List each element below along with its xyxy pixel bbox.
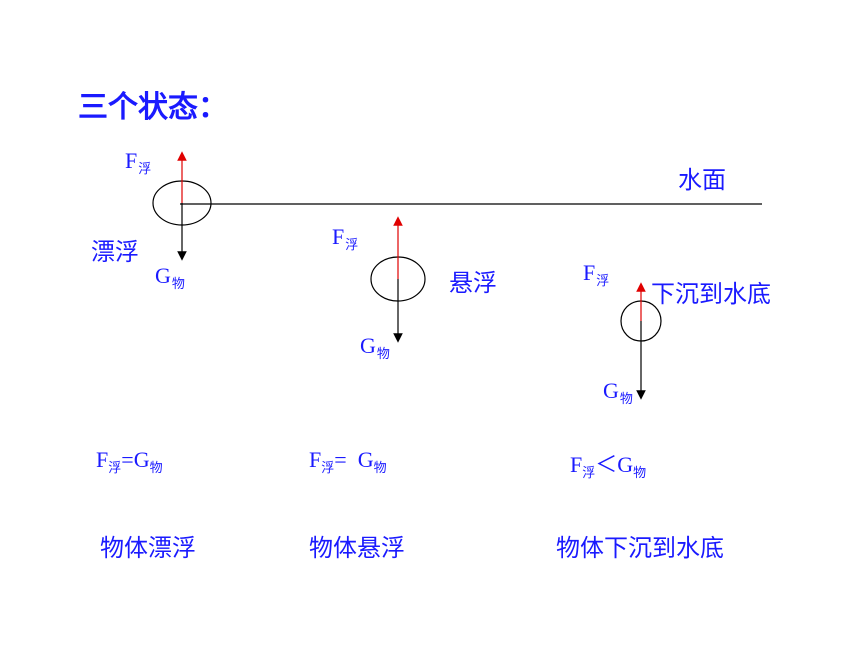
sinking-buoyancy-label: F浮	[583, 260, 610, 289]
suspended-conclusion: 物体悬浮	[309, 534, 405, 562]
floating-gravity-label: G物	[155, 263, 185, 292]
sinking-gravity-label: G物	[603, 378, 633, 407]
page-title: 三个状态：	[78, 90, 228, 125]
suspended-relation: F浮= G物	[309, 447, 387, 476]
floating-relation: F浮=G物	[96, 447, 163, 476]
floating-state-label: 漂浮	[91, 238, 139, 266]
water-surface-label: 水面	[678, 166, 726, 194]
suspended-buoyancy-label: F浮	[332, 224, 359, 253]
suspended-gravity-label: G物	[360, 333, 390, 362]
floating-conclusion: 物体漂浮	[100, 534, 196, 562]
floating-buoyancy-label: F浮	[125, 148, 152, 177]
sinking-relation: F浮＜G物	[570, 452, 647, 481]
sinking-state-label: 下沉到水底	[651, 280, 771, 308]
suspended-state-label: 悬浮	[449, 269, 497, 297]
sinking-conclusion: 物体下沉到水底	[556, 534, 724, 562]
